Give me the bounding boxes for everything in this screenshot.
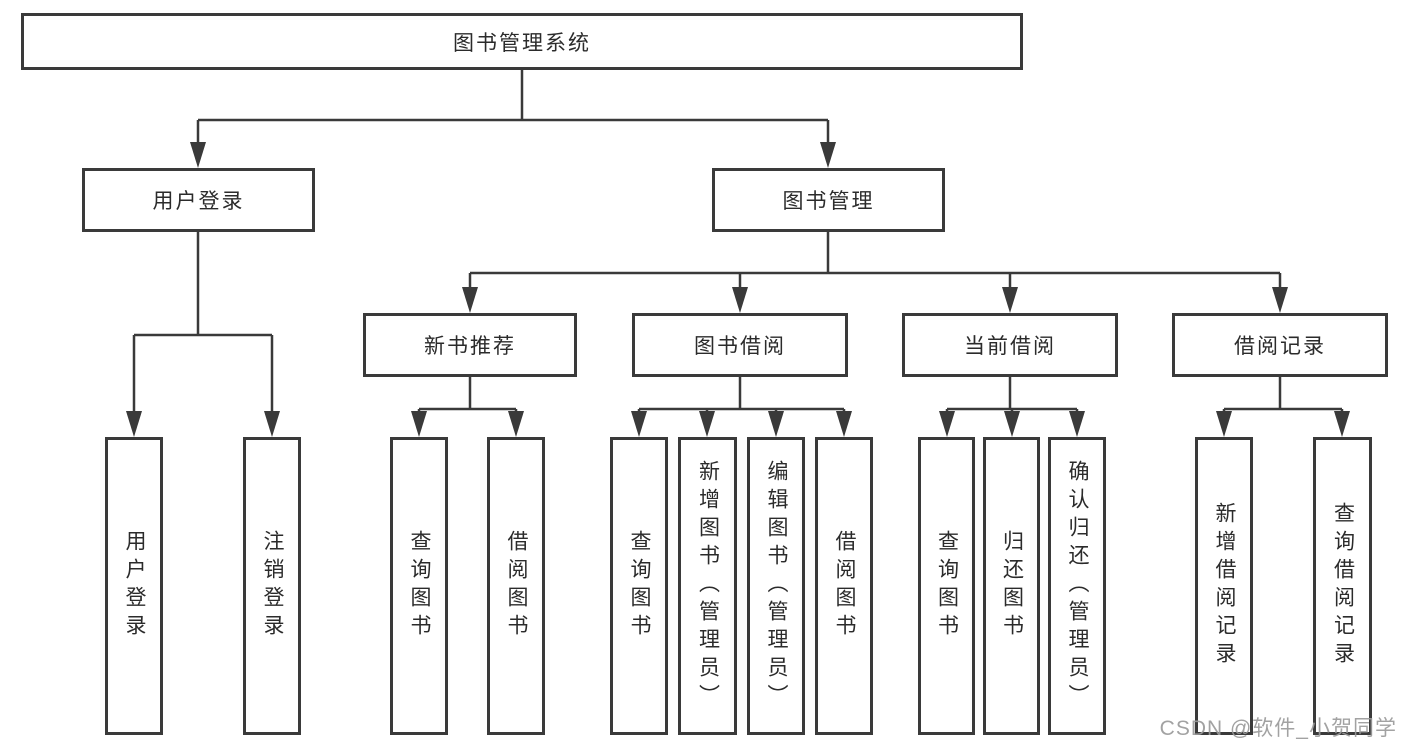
csdn-watermark: CSDN @软件_小贺同学 [1159,717,1397,740]
leaf-borrow-add-admin: 新增图书（管理员） [678,437,737,735]
node-user-login: 用户登录 [82,168,315,232]
leaf-record-query: 查询借阅记录 [1313,437,1372,735]
leaf-current-return: 归还图书 [983,437,1040,735]
leaf-borrow-edit-admin: 编辑图书（管理员） [747,437,805,735]
leaf-current-confirm-return-admin: 确认归还（管理员） [1048,437,1106,735]
leaf-newbook-borrow: 借阅图书 [487,437,545,735]
leaf-current-query: 查询图书 [918,437,975,735]
leaf-borrow-borrow: 借阅图书 [815,437,873,735]
leaf-borrow-query: 查询图书 [610,437,668,735]
node-borrow-records: 借阅记录 [1172,313,1388,377]
node-book-management: 图书管理 [712,168,945,232]
node-root-system: 图书管理系统 [21,13,1023,70]
node-new-book-recommend: 新书推荐 [363,313,577,377]
node-book-borrow: 图书借阅 [632,313,848,377]
node-current-borrow: 当前借阅 [902,313,1118,377]
leaf-user-login: 用户登录 [105,437,163,735]
arrowheads [126,142,1350,437]
leaf-newbook-query: 查询图书 [390,437,448,735]
leaf-record-add: 新增借阅记录 [1195,437,1253,735]
leaf-logout: 注销登录 [243,437,301,735]
